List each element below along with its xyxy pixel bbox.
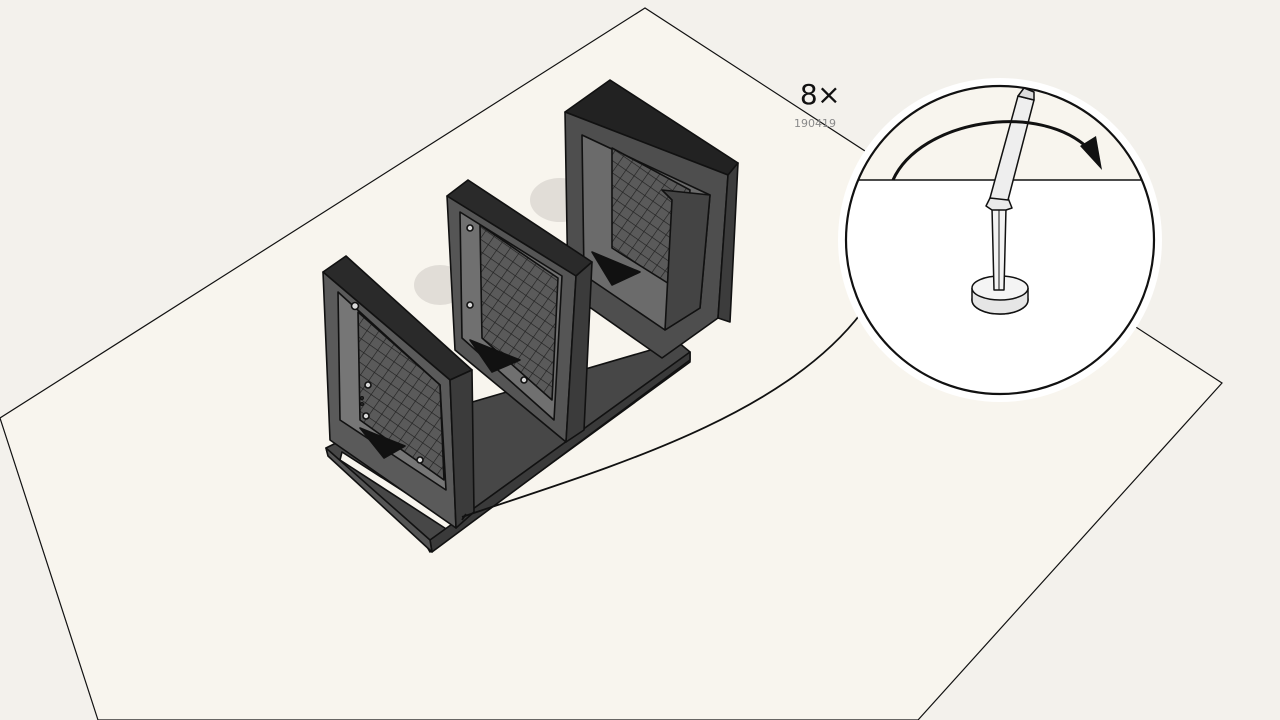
middle-side-panel (446, 179, 593, 443)
back-side-panel (564, 79, 739, 359)
callout-leader (461, 311, 863, 518)
quantity-label: 8× (799, 78, 841, 111)
callout-leader (461, 513, 467, 521)
front-side-panel (322, 255, 475, 529)
clockwise-arrow-icon (891, 120, 1102, 181)
detail-callout (838, 78, 1162, 402)
part-number-label: 190419 (794, 117, 836, 130)
